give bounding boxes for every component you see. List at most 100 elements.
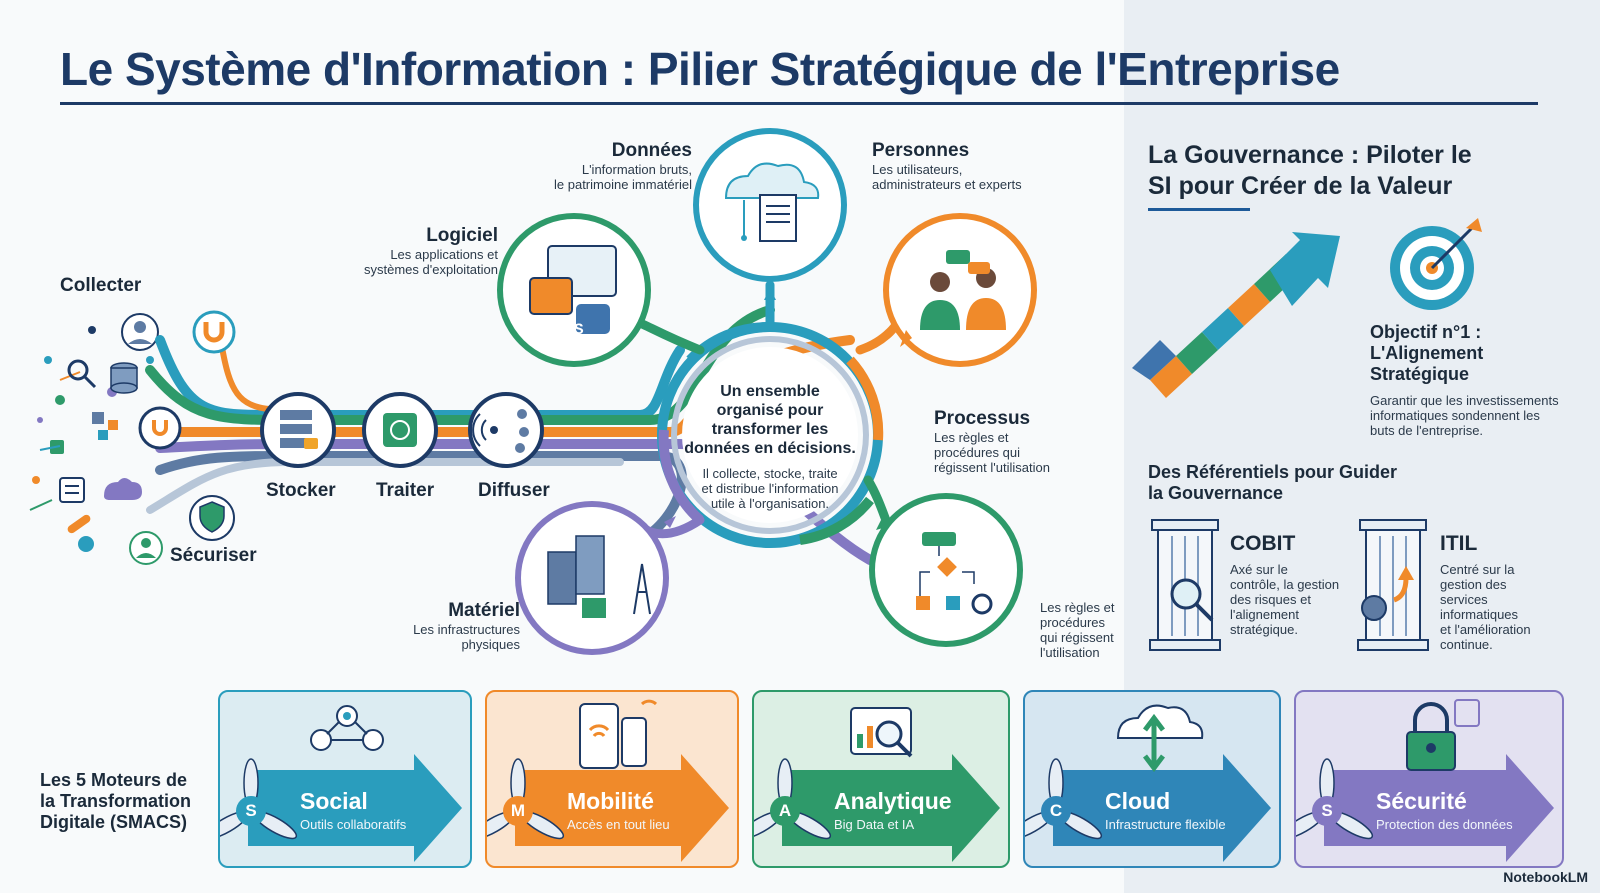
center-sub-line: utile à l'organisation.: [710, 496, 830, 511]
process-label: Traiter: [376, 480, 435, 501]
securite-card-graphic: [1296, 699, 1554, 862]
people-network-icon: [310, 705, 384, 751]
card-desc: Big Data et IA: [834, 817, 915, 832]
mobilite-card-graphic: [487, 699, 729, 862]
social-card-graphic: [220, 705, 462, 862]
notebooklm-watermark: NotebookLM: [1503, 869, 1588, 885]
smacs-label-line: Les 5 Moteurs de: [40, 770, 188, 790]
referentiels-title: Des Référentiels pour Guider la Gouverna…: [1148, 462, 1468, 504]
collect-label: Collecter: [60, 275, 142, 296]
os-label: OS: [564, 321, 584, 339]
secure-label: Sécuriser: [170, 545, 257, 566]
logiciel-icon: [497, 213, 651, 367]
center-main-line: transformer les: [711, 421, 829, 438]
donnees-desc: le patrimoine immatériel: [554, 177, 692, 192]
processus-note-line: Les règles et: [1040, 600, 1115, 615]
itil-desc: informatiques: [1440, 607, 1519, 622]
personnes-title: Personnes: [872, 140, 970, 161]
cobit-desc: Axé sur le: [1230, 562, 1288, 577]
itil-desc: services: [1440, 592, 1488, 607]
card-desc: Accès en tout lieu: [567, 817, 670, 832]
card-name: Sécurité: [1376, 788, 1467, 814]
card-arrow: [1324, 754, 1554, 862]
materiel-icon: [515, 501, 669, 655]
page-title: Le Système d'Information : Pilier Straté…: [60, 43, 1340, 95]
card-letter: S: [1312, 796, 1342, 826]
itil-block: ITIL Centré sur la gestion des services …: [1440, 532, 1580, 652]
donnees-desc: L'information bruts,: [581, 162, 692, 177]
personnes-label: Personnes Les utilisateurs, administrate…: [872, 140, 1082, 192]
card-letter: A: [770, 796, 800, 826]
store-label: Stocker: [266, 480, 336, 501]
shield-icon: [189, 495, 235, 541]
cobit-desc: des risques et: [1230, 592, 1311, 607]
logiciel-label: Logiciel Les applications et systèmes d'…: [330, 225, 498, 277]
card-letter: S: [236, 796, 266, 826]
smacs-card-securite: S Sécurité Protection des données: [1294, 690, 1564, 868]
logiciel-desc: Les applications et: [390, 247, 498, 262]
analytics-icon: [850, 707, 913, 758]
diffuser-icon: [468, 392, 544, 468]
personnes-desc: administrateurs et experts: [872, 177, 1022, 192]
distribute-label: Diffuser: [478, 480, 550, 501]
card-arrow: [248, 754, 462, 862]
donnees-label: Données L'information bruts, le patrimoi…: [500, 140, 692, 192]
processus-note-line: l'utilisation: [1040, 645, 1100, 660]
smacs-card-mobilite: M Mobilité Accès en tout lieu: [485, 690, 739, 868]
materiel-desc: Les infrastructures: [413, 622, 520, 637]
mobile-devices-icon: [579, 699, 658, 769]
referentiels-title-line: la Gouvernance: [1148, 483, 1284, 503]
logiciel-title: Logiciel: [426, 225, 498, 246]
card-letter: M: [503, 796, 533, 826]
title-underline: [60, 102, 1538, 105]
center-sub-line: Il collecte, stocke, traite: [702, 466, 838, 481]
materiel-title: Matériel: [448, 600, 520, 621]
analytique-card-graphic: [754, 707, 1000, 862]
materiel-desc: physiques: [461, 637, 520, 652]
collect-icons: [59, 313, 163, 565]
cobit-name: COBIT: [1230, 532, 1296, 555]
card-arrow: [515, 754, 729, 862]
referentiels-title-line: Des Référentiels pour Guider: [1148, 462, 1398, 482]
objective-title: Stratégique: [1370, 364, 1470, 384]
processus-note-line: procédures: [1040, 615, 1106, 630]
objective-block: Objectif n°1 : L'Alignement Stratégique …: [1370, 322, 1590, 438]
cobit-desc: contrôle, la gestion: [1230, 577, 1340, 592]
itil-desc: Centré sur la: [1440, 562, 1515, 577]
smacs-label-line: la Transformation: [40, 791, 192, 811]
itil-pillar-icon: [1357, 519, 1429, 651]
itil-desc: continue.: [1440, 637, 1493, 652]
cobit-block: COBIT Axé sur le contrôle, la gestion de…: [1230, 532, 1360, 637]
card-name: Social: [300, 788, 368, 814]
magnet-icons: [138, 310, 236, 450]
cloud-card-graphic: [1025, 704, 1271, 862]
growth-arrow-icon: [1132, 232, 1340, 398]
processus-note: Les règles et procédures qui régissent l…: [1040, 600, 1124, 660]
objective-desc: buts de l'entreprise.: [1370, 423, 1484, 438]
processus-icon: [869, 493, 1023, 647]
materiel-label: Matériel Les infrastructures physiques: [380, 600, 520, 652]
processus-desc: Les règles et: [934, 430, 1009, 445]
smacs-card-social: S Social Outils collaboratifs: [218, 690, 472, 868]
objective-desc: informatiques sondennent les: [1370, 408, 1540, 423]
itil-name: ITIL: [1440, 532, 1478, 555]
center-main-line: Un ensemble: [720, 383, 820, 400]
smacs-label: Les 5 Moteurs de la Transformation Digit…: [40, 770, 220, 833]
center-main-line: données en décisions.: [684, 440, 856, 457]
cobit-pillar-icon: [1149, 519, 1221, 651]
flow-arrows: [664, 288, 912, 530]
smacs-card-analytique: A Analytique Big Data et IA: [752, 690, 1010, 868]
card-name: Mobilité: [567, 788, 654, 814]
smacs-label-line: Digitale (SMACS): [40, 812, 188, 832]
itil-desc: et l'amélioration: [1440, 622, 1531, 637]
donnees-icon: [693, 128, 847, 282]
target-icon: [1390, 218, 1482, 310]
card-letter: C: [1041, 796, 1071, 826]
governance-title: La Gouvernance : Piloter le SI pour Crée…: [1148, 140, 1568, 202]
governance-underline: [1148, 208, 1250, 211]
center-description: Un ensemble organisé pour transformer le…: [680, 382, 860, 511]
cloud-icon: [1116, 704, 1204, 773]
card-desc: Outils collaboratifs: [300, 817, 407, 832]
cobit-desc: l'alignement: [1230, 607, 1299, 622]
